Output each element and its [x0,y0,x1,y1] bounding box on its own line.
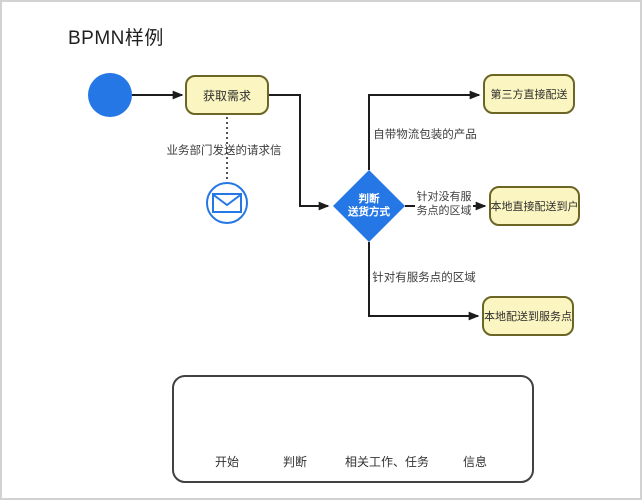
legend-box [172,375,534,483]
branch-node-local-to-service-point: 本地配送到服务点 [482,296,574,336]
message-event-icon [206,182,248,224]
task-node-get-requirements: 获取需求 [185,75,269,115]
branch-node-label: 本地配送到服务点 [484,311,572,323]
legend-label-start: 开始 [214,455,240,469]
branch-top-edge-label: 自带物流包装的产品 [373,129,477,141]
gateway-diamond [333,170,405,242]
gateway-label: 判断 送货方式 [348,193,390,219]
legend-label-message: 信息 [462,455,488,469]
gateway-label-line1: 判断 [358,193,380,205]
edge-gateway-to-branch-bottom [368,242,480,321]
branch-node-label: 本地直接配送到户 [490,201,579,213]
branch-bottom-edge-label: 针对有服务点的区域 [372,272,476,284]
branch-mid-edge-label: 针对没有服务点的区域 [415,191,473,218]
edge-task-to-gateway [269,94,330,211]
start-event-circle [88,73,132,117]
branch-node-label: 第三方直接配送 [490,89,568,101]
gateway-label-line2: 送货方式 [348,206,390,218]
task-node-label: 获取需求 [202,88,251,103]
branch-node-local-to-door: 本地直接配送到户 [489,186,580,226]
legend-label-task: 相关工作、任务 [344,455,430,469]
branch-node-third-party-delivery: 第三方直接配送 [483,74,575,114]
edge-gateway-to-branch-top [368,90,481,170]
message-edge-label: 业务部门发送的请求信 [166,145,282,157]
legend-label-decision: 判断 [282,455,308,469]
diagram-title: BPMN样例 [68,28,164,49]
